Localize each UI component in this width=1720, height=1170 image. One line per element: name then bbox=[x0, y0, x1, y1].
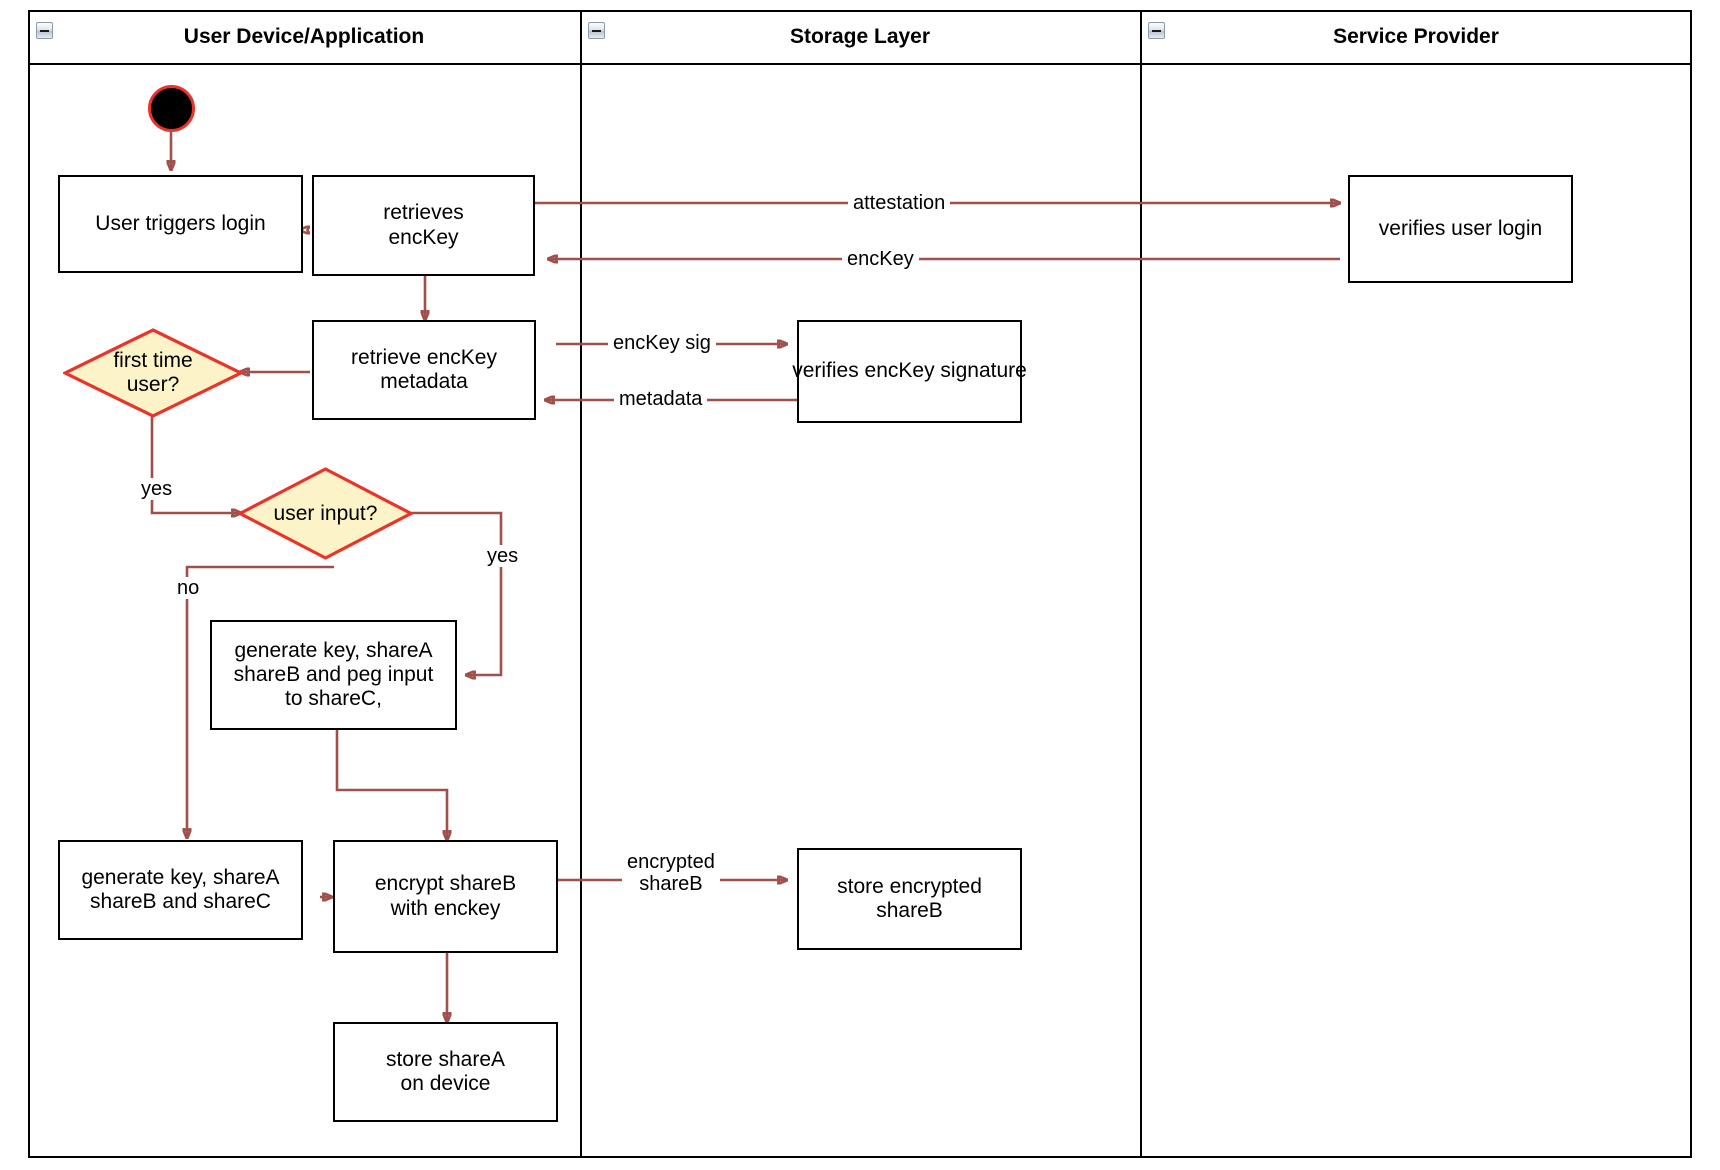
decision-first-time-user[interactable]: first time user? bbox=[63, 328, 243, 418]
action-encrypt-shareb[interactable]: encrypt shareB with enckey bbox=[333, 840, 558, 953]
edge-label-encrypted-shareb: encrypted shareB bbox=[622, 851, 720, 895]
minus-icon-lane-service-provider[interactable] bbox=[1148, 22, 1165, 39]
minus-icon-lane-user-device[interactable] bbox=[36, 22, 53, 39]
action-retrieves-enckey[interactable]: retrieves encKey bbox=[312, 175, 535, 276]
action-verifies-user-login[interactable]: verifies user login bbox=[1348, 175, 1573, 283]
lane-divider-2 bbox=[1140, 10, 1142, 1158]
edge-label-enckey: encKey bbox=[842, 248, 919, 270]
edge-label-enckey-sig: encKey sig bbox=[608, 332, 716, 354]
swimlane-header-rule bbox=[28, 63, 1692, 65]
minus-icon-lane-storage-layer[interactable] bbox=[588, 22, 605, 39]
lane-title-user-device: User Device/Application bbox=[183, 25, 425, 48]
edge-label-metadata: metadata bbox=[614, 388, 708, 410]
edge-label-first-time-yes: yes bbox=[136, 478, 178, 500]
lane-title-storage-layer: Storage Layer bbox=[789, 25, 931, 48]
action-store-sharea[interactable]: store shareA on device bbox=[333, 1022, 558, 1122]
action-user-triggers-login[interactable]: User triggers login bbox=[58, 175, 303, 273]
action-store-encrypted-shareb[interactable]: store encrypted shareB bbox=[797, 848, 1022, 950]
action-generate-shares[interactable]: generate key, shareA shareB and shareC bbox=[58, 840, 303, 940]
lane-divider-1 bbox=[580, 10, 582, 1158]
action-generate-peg[interactable]: generate key, shareA shareB and peg inpu… bbox=[210, 620, 457, 730]
start-node[interactable] bbox=[148, 85, 195, 132]
edge-label-user-input-no: no bbox=[172, 577, 205, 599]
action-verifies-enckey-signature[interactable]: verifies encKey signature bbox=[792, 320, 1027, 423]
decision-user-input[interactable]: user input? bbox=[238, 467, 413, 560]
lane-title-service-provider: Service Provider bbox=[1333, 25, 1499, 48]
action-retrieve-enckey-metadata[interactable]: retrieve encKey metadata bbox=[312, 320, 536, 420]
edge-label-attestation: attestation bbox=[848, 192, 951, 214]
edge-label-user-input-yes: yes bbox=[482, 545, 524, 567]
action-verifies-enckey-signature-label: verifies encKey signature bbox=[792, 359, 1027, 383]
